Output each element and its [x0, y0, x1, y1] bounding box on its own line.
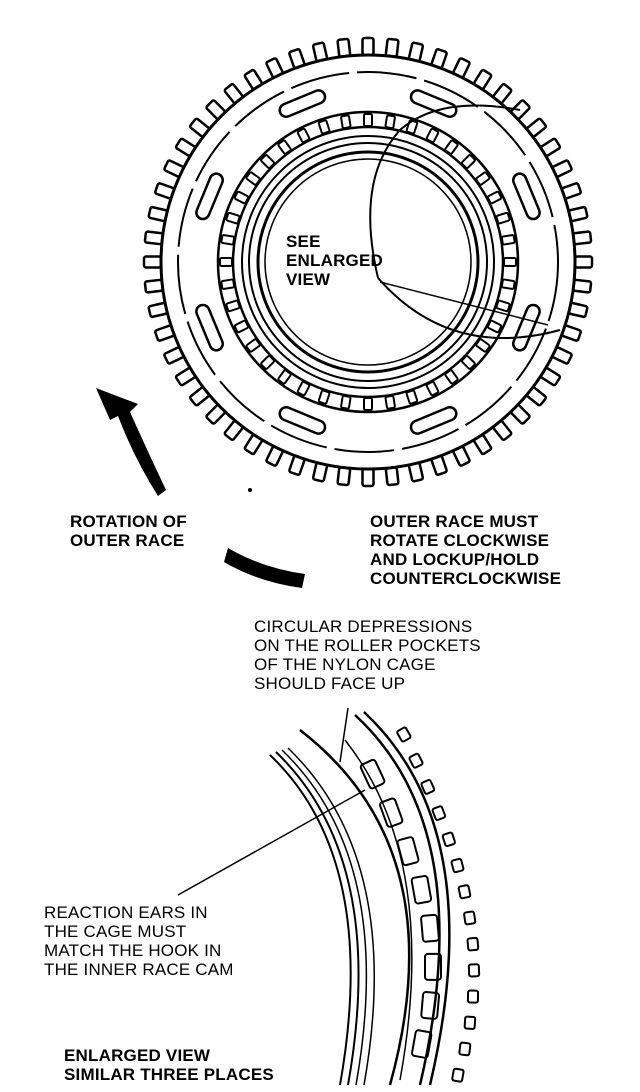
outer-tooth: [336, 466, 352, 487]
roller: [340, 394, 352, 410]
roller: [384, 114, 396, 130]
race-slot: [278, 89, 327, 119]
roller: [503, 257, 517, 267]
enlarged-tooth: [408, 752, 424, 769]
enlarged-tooth: [451, 1067, 465, 1083]
inner-race-arc-2: [275, 751, 360, 1086]
enlarged-tooth: [467, 963, 481, 978]
enlarged-tooth: [463, 1015, 477, 1030]
roller: [500, 234, 516, 246]
roller: [363, 397, 373, 411]
rotation-arrow-lower: [224, 548, 305, 588]
reaction-ears-leader: [177, 789, 366, 896]
see-enlarged-view-label: SEE ENLARGED VIEW: [286, 232, 383, 289]
enlarged-roller: [420, 913, 440, 943]
outer-tooth: [336, 37, 352, 58]
enlarged-rollers: [359, 758, 442, 1059]
cage-ring-c: [248, 142, 488, 382]
cage-ring-b: [241, 135, 495, 389]
rotation-of-outer-race-label: ROTATION OF OUTER RACE: [70, 512, 187, 550]
cage-arc-inner: [344, 739, 413, 1081]
cage-ring-a: [231, 125, 505, 399]
race-slot: [409, 405, 458, 435]
outer-race-arc-2: [363, 711, 451, 1086]
outer-tooth: [361, 36, 375, 57]
outer-race-rim: [159, 53, 577, 471]
enlarged-teeth: [396, 726, 481, 1083]
rotation-arrow-upper: [96, 388, 166, 496]
enlarged-roller: [410, 875, 433, 905]
cage-outer-ring: [216, 110, 520, 414]
enlarged-tooth: [457, 884, 472, 900]
race-slot: [511, 303, 541, 352]
outer-tooth: [142, 255, 163, 269]
enlarged-roller: [424, 952, 442, 981]
race-slots: [195, 89, 541, 435]
enlarged-roller: [420, 991, 441, 1020]
roller: [219, 257, 233, 267]
center-dot: [248, 488, 252, 492]
race-slot: [511, 172, 541, 221]
outer-race-inner-ring: [177, 71, 559, 453]
enlarged-view-caption: ENLARGED VIEW SIMILAR THREE PLACES: [64, 1046, 274, 1084]
outer-tooth: [143, 230, 164, 246]
enlarged-tooth: [466, 989, 480, 1004]
depressions-leader: [339, 707, 349, 763]
roller: [384, 394, 396, 410]
enlarged-tooth: [466, 936, 480, 952]
enlarged-tooth: [458, 1041, 472, 1057]
race-slot: [409, 89, 458, 119]
inner-race-arc-1: [269, 754, 352, 1086]
enlarged-view-callout-arc: [377, 277, 561, 340]
enlarged-roller: [396, 836, 420, 867]
outer-tooth: [384, 37, 400, 58]
inner-race-arc-4: [287, 747, 375, 1086]
outer-race-assembly: [142, 36, 594, 488]
enlarged-roller: [411, 1029, 433, 1059]
enlarged-roller: [359, 758, 386, 790]
inner-race-bore: [264, 158, 472, 366]
inner-race-ring: [256, 150, 480, 374]
roller: [363, 113, 373, 127]
outer-tooth: [572, 230, 593, 246]
outer-tooth: [384, 466, 400, 487]
outer-tooth: [361, 467, 375, 488]
outer-tooth: [143, 278, 164, 294]
enlarged-view-drawing: [177, 707, 481, 1086]
race-slot: [278, 405, 327, 435]
circular-depressions-label: CIRCULAR DEPRESSIONS ON THE ROLLER POCKE…: [254, 617, 481, 693]
enlarged-tooth: [431, 805, 447, 821]
enlarged-tooth: [450, 857, 465, 874]
inner-race-arc-3: [281, 749, 368, 1086]
enlarged-tooth: [463, 910, 477, 926]
outer-race-must-rotate-label: OUTER RACE MUST ROTATE CLOCKWISE AND LOC…: [370, 512, 562, 588]
race-slot: [195, 303, 225, 352]
enlarged-tooth: [441, 831, 456, 848]
outer-tooth: [573, 255, 594, 269]
cage-arc: [299, 729, 411, 1086]
enlarged-roller: [379, 797, 404, 828]
race-slot: [195, 172, 225, 221]
roller: [500, 278, 516, 290]
roller: [220, 278, 236, 290]
enlarged-view-leader: [379, 281, 549, 326]
reaction-ears-label: REACTION EARS IN THE CAGE MUST MATCH THE…: [44, 903, 234, 979]
enlarged-tooth: [396, 726, 412, 743]
enlarged-tooth: [420, 779, 436, 795]
enlarged-view-callout-arc-top: [369, 104, 521, 279]
roller: [340, 114, 352, 130]
outer-tooth: [572, 278, 593, 294]
roller: [220, 234, 236, 246]
